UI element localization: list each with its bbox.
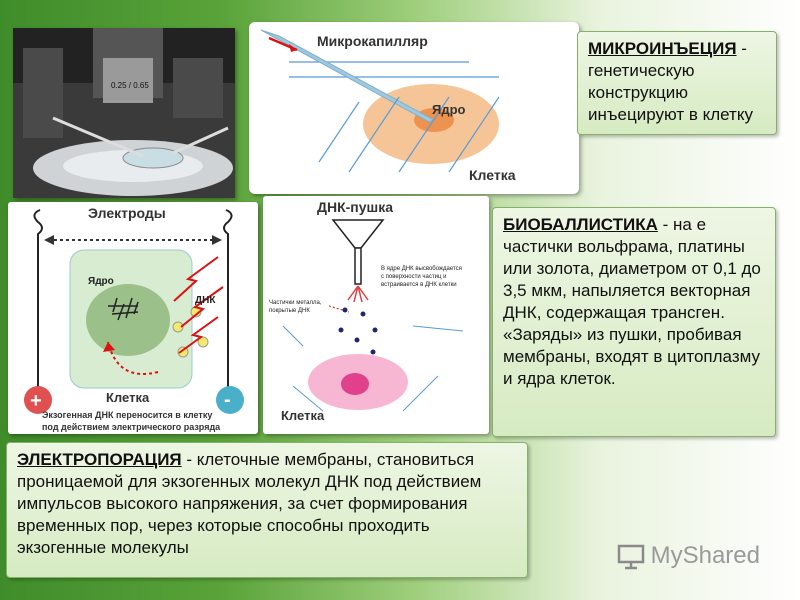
electrodes-label: Электроды [88,205,166,221]
cell-label: Клетка [106,390,150,405]
microinjection-diagram: Микрокапилляр Ядро Клетка [249,22,579,194]
gene-gun-diagram: ДНК-пушка В ядре ДНК высвобождается с по… [263,196,489,434]
gun-nozzle [331,219,385,249]
microinjection-note: МИКРОИНЪЕЦИЯ - генетическую конструкцию … [577,31,777,135]
objective-text: 0.25 / 0.65 [111,81,149,90]
electroporation-diagram: Электроды Ядро ДНК Клетка + - Экзогенная… [8,202,258,434]
particles-label-2: покрытые ДНК [269,308,310,314]
gene-gun-title: ДНК-пушка [317,199,393,215]
electroporation-text: - клеточные мембраны, становиться прониц… [17,450,482,557]
biolistics-text: - на е частички вольфрама, платины или з… [503,215,761,388]
electroporation-term: ЭЛЕКТРОПОРАЦИЯ [17,450,182,469]
logo-text: MyShared [650,542,760,569]
gun-note-1: В ядре ДНК высвобождается [381,266,462,272]
cell-label: Клетка [281,408,325,423]
presentation-icon [617,544,644,570]
microscope-illustration: 0.25 / 0.65 [13,28,235,198]
electroporation-note: ЭЛЕКТРОПОРАЦИЯ - клеточные мембраны, ста… [6,442,528,578]
dna-label: ДНК [195,295,216,306]
plus-sign: + [30,390,42,412]
microscope-photo: 0.25 / 0.65 [13,28,235,198]
electroporation-caption-2: под действием электрического разряда [42,422,221,432]
gun-note-3: встраивается в ДНК клетки [381,282,457,288]
biolistics-note: БИОБАЛЛИСТИКА - на е частички вольфрама,… [492,207,776,437]
nucleus-label: Ядро [432,102,466,117]
minus-sign: - [224,389,231,411]
cell-label: Клетка [469,167,516,183]
electroporation-caption-1: Экзогенная ДНК переносится в клетку [42,410,212,420]
particles-label-1: Частички металла, [269,300,322,306]
gun-note-2: с поверхности частиц и [381,274,446,280]
microcapillary-label: Микрокапилляр [317,33,428,49]
myshared-logo: MyShared [617,542,760,570]
microinjection-text: - генетическую конструкцию инъецируют в … [588,39,753,124]
microinjection-term: МИКРОИНЪЕЦИЯ [588,39,737,58]
dna-strands [108,297,139,321]
nucleus-label: Ядро [88,276,114,287]
biolistics-term: БИОБАЛЛИСТИКА [503,215,658,234]
